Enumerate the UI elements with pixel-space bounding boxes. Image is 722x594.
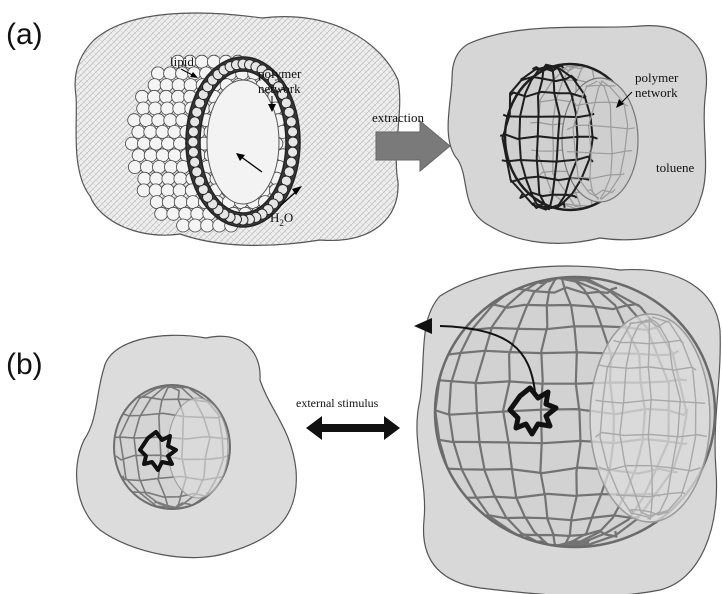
label-polymer-right-line1: polymer xyxy=(635,70,679,85)
lipid-bead xyxy=(201,219,214,232)
lipid-bead xyxy=(126,137,139,150)
ring-bead xyxy=(281,98,291,108)
lipid-bead xyxy=(172,79,185,92)
lipid-bead xyxy=(161,184,174,197)
label-toluene: toluene xyxy=(656,160,694,175)
lipid-bead xyxy=(173,184,186,197)
stimulus-double-arrow xyxy=(306,416,400,440)
lipid-bead xyxy=(162,196,175,209)
lipid-bead xyxy=(168,125,181,138)
label-external-stimulus: external stimulus xyxy=(296,396,379,410)
lipid-bead xyxy=(179,207,192,220)
label-polymer-line2: network xyxy=(258,81,301,96)
lipid-bead xyxy=(138,137,151,150)
lipid-bead xyxy=(153,161,166,174)
lipid-bead xyxy=(155,207,168,220)
lipid-bead xyxy=(137,184,150,197)
lipid-bead xyxy=(195,55,208,68)
lipid-bead xyxy=(149,102,162,115)
panel-a-letter: (a) xyxy=(6,18,43,51)
lipid-bead xyxy=(161,102,174,115)
lipid-bead xyxy=(150,196,163,209)
lipid-bead xyxy=(189,219,202,232)
lipid-bead xyxy=(140,114,153,127)
lipid-bead xyxy=(144,149,157,162)
lipid-bead xyxy=(173,102,186,115)
release-arrow-head xyxy=(414,318,432,334)
lipid-bead xyxy=(132,149,145,162)
ring-bead xyxy=(188,127,198,137)
lipid-bead xyxy=(128,114,141,127)
lipid-bead xyxy=(144,125,157,138)
lipid-bead xyxy=(148,90,161,103)
ring-bead xyxy=(190,157,200,167)
lipid-bead xyxy=(168,149,181,162)
panel-b-letter: (b) xyxy=(6,348,43,381)
ring-bead xyxy=(192,107,202,117)
ring-bead xyxy=(188,147,198,157)
ring-bead xyxy=(192,167,202,177)
lipid-bead xyxy=(174,196,187,209)
lipid-bead xyxy=(186,196,199,209)
lipid-bead xyxy=(149,184,162,197)
lipid-bead xyxy=(132,125,145,138)
lipid-bead xyxy=(152,114,165,127)
lipid-bead xyxy=(177,219,190,232)
lipid-bead xyxy=(164,114,177,127)
lipid-bead xyxy=(165,161,178,174)
ring-bead xyxy=(288,137,298,147)
label-lipid: lipid xyxy=(170,54,194,69)
lipid-bead xyxy=(160,79,173,92)
label-polymer-right-line2: network xyxy=(635,85,678,100)
lipid-bead xyxy=(162,172,175,185)
lipid-bead xyxy=(184,79,197,92)
ring-bead xyxy=(288,127,298,137)
lipid-bead xyxy=(136,90,149,103)
ring-bead xyxy=(195,176,205,186)
ring-bead xyxy=(284,167,294,177)
lipid-bead xyxy=(172,90,185,103)
ring-bead xyxy=(286,117,296,127)
lipid-bead xyxy=(174,172,187,185)
lipid-bead xyxy=(150,172,163,185)
ring-bead xyxy=(190,117,200,127)
lipid-bead xyxy=(174,137,187,150)
lipid-bead xyxy=(128,161,141,174)
lipid-bead xyxy=(152,67,165,80)
lipid-bead xyxy=(162,137,175,150)
label-extraction: extraction xyxy=(372,110,424,125)
ring-bead xyxy=(284,107,294,117)
network-opening xyxy=(168,398,228,498)
lipid-bead xyxy=(167,207,180,220)
lipid-bead xyxy=(148,79,161,92)
ring-bead xyxy=(288,147,298,157)
ring-bead xyxy=(286,157,296,167)
lipid-bead xyxy=(137,102,150,115)
lipid-bead xyxy=(191,207,204,220)
ring-bead xyxy=(188,137,198,147)
lipid-bead xyxy=(141,161,154,174)
lipid-bead xyxy=(150,137,163,150)
lipid-bead xyxy=(160,90,173,103)
label-polymer-line1: polymer xyxy=(258,66,302,81)
lipid-bead xyxy=(156,149,169,162)
lipid-bead xyxy=(156,125,169,138)
lipid-bead xyxy=(138,172,151,185)
